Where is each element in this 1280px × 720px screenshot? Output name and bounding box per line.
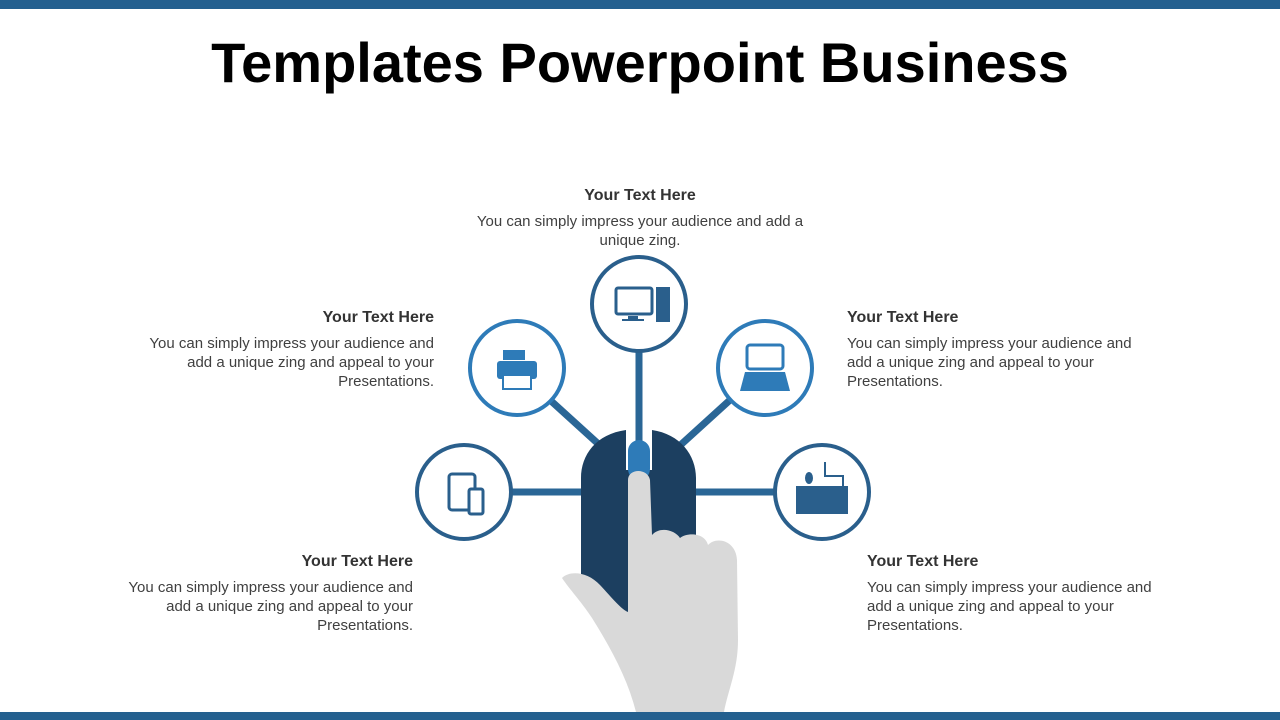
heading: Your Text Here: [301, 553, 413, 570]
slide-title: Templates Powerpoint Business: [211, 31, 1069, 94]
desktop-computer-icon: [614, 286, 670, 322]
circle-tablet: [415, 443, 513, 541]
mouse-wheel: [628, 440, 650, 480]
body: You can simply impress your audience and…: [847, 335, 1132, 390]
top-bar: [0, 0, 1280, 9]
body: You can simply impress your audience and…: [476, 213, 804, 249]
tablet-phone-icon: [447, 472, 485, 516]
circle-desktop: [590, 255, 688, 353]
heading: Your Text Here: [322, 309, 434, 326]
printer-icon: [497, 350, 537, 390]
hand: [562, 471, 738, 712]
heading: Your Text Here: [584, 187, 696, 204]
connector-printer: [547, 397, 608, 453]
heading: Your Text Here: [847, 309, 959, 326]
body: You can simply impress your audience and…: [149, 335, 434, 390]
body: You can simply impress your audience and…: [867, 579, 1152, 634]
body: You can simply impress your audience and…: [128, 579, 413, 634]
bottom-bar: [0, 712, 1280, 720]
keyboard-mouse-icon: [796, 462, 848, 514]
connector-laptop: [672, 397, 733, 453]
heading: Your Text Here: [867, 553, 979, 570]
laptop-icon: [740, 343, 790, 391]
